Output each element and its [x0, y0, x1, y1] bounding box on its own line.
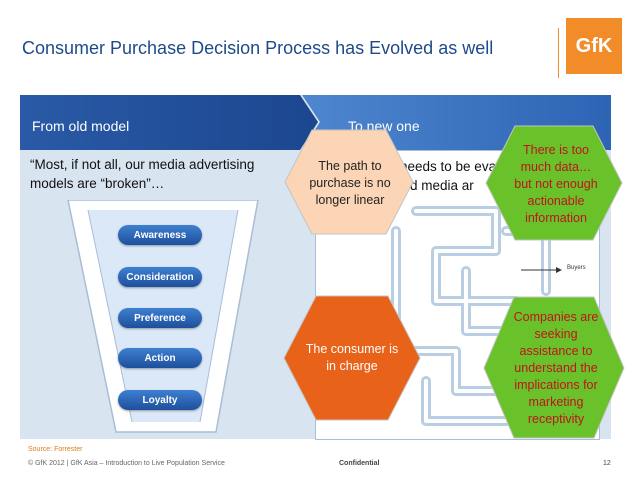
new-model-label: To new one: [348, 118, 420, 134]
page-title: Consumer Purchase Decision Process has E…: [22, 38, 494, 58]
funnel-stage-preference: Preference: [118, 308, 202, 328]
page-number: 12: [603, 460, 611, 467]
hex-companies-text: Companies are seeking assistance to unde…: [513, 309, 599, 426]
media-quote: “Most, if not all, our media advertising…: [30, 157, 255, 191]
funnel-stage-consideration: Consideration: [118, 267, 202, 287]
old-model-label: From old model: [32, 118, 130, 134]
footer-copyright: © GfK 2012 | GfK Asia – Introduction to …: [28, 460, 225, 467]
logo-divider: [558, 28, 559, 78]
funnel-stage-awareness: Awareness: [118, 225, 202, 245]
funnel-stage-action: Action: [118, 348, 202, 368]
hex-consumer-text: The consumer is in charge: [305, 342, 399, 373]
new-model-text: needs to be eva d media ar: [400, 159, 497, 193]
funnel-stage-loyalty: Loyalty: [118, 390, 202, 410]
source-note: Source: Forrester: [28, 446, 83, 453]
hex-path-text: The path to purchase is no longer linear: [309, 158, 391, 207]
gfk-logo: GfK: [566, 18, 622, 74]
hex-data-text: There is too much data…but not enough ac…: [514, 142, 598, 225]
footer-confidential: Confidential: [339, 460, 380, 467]
old-model-band: [20, 95, 318, 150]
buyers-label: Buyers: [567, 265, 586, 271]
